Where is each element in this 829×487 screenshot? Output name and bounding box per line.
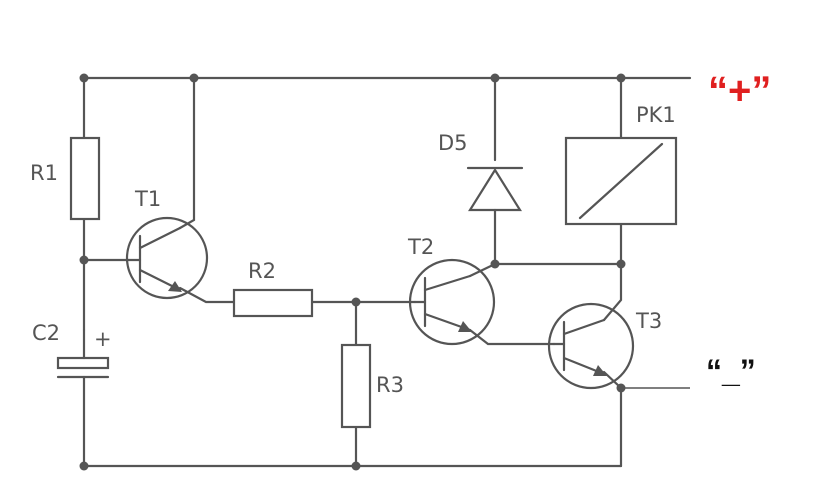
t2-collector-wire: [468, 262, 497, 278]
t2-emitter-wire: [468, 328, 556, 346]
junction-nodes: [79, 73, 626, 471]
pk1-label: PK1: [636, 103, 676, 127]
t3-transistor: [547, 302, 635, 390]
d5-diode: [466, 166, 524, 212]
t1-transistor: [125, 216, 209, 300]
r2-resistor: [232, 288, 314, 318]
r1-resistor: [69, 136, 101, 221]
r2-label: R2: [248, 259, 276, 283]
negative-terminal-label: “_”: [706, 353, 756, 389]
r1-label: R1: [30, 161, 58, 185]
t1-emitter-wire: [178, 286, 236, 304]
d5-label: D5: [438, 131, 468, 155]
r3-label: R3: [376, 373, 404, 397]
t2-label: T2: [407, 235, 434, 259]
c2-label: C2: [32, 321, 60, 345]
r3-resistor: [340, 343, 372, 429]
t1-label: T1: [134, 187, 161, 211]
t2-transistor: [408, 258, 496, 346]
t3-label: T3: [635, 309, 662, 333]
positive-terminal-label: “+”: [708, 69, 771, 113]
t1-collector-wire: [178, 76, 196, 230]
c2-polarity-label: +: [94, 327, 112, 351]
c2-capacitor: [56, 328, 110, 379]
pk1-relay: [564, 136, 678, 226]
wires: [82, 76, 692, 468]
